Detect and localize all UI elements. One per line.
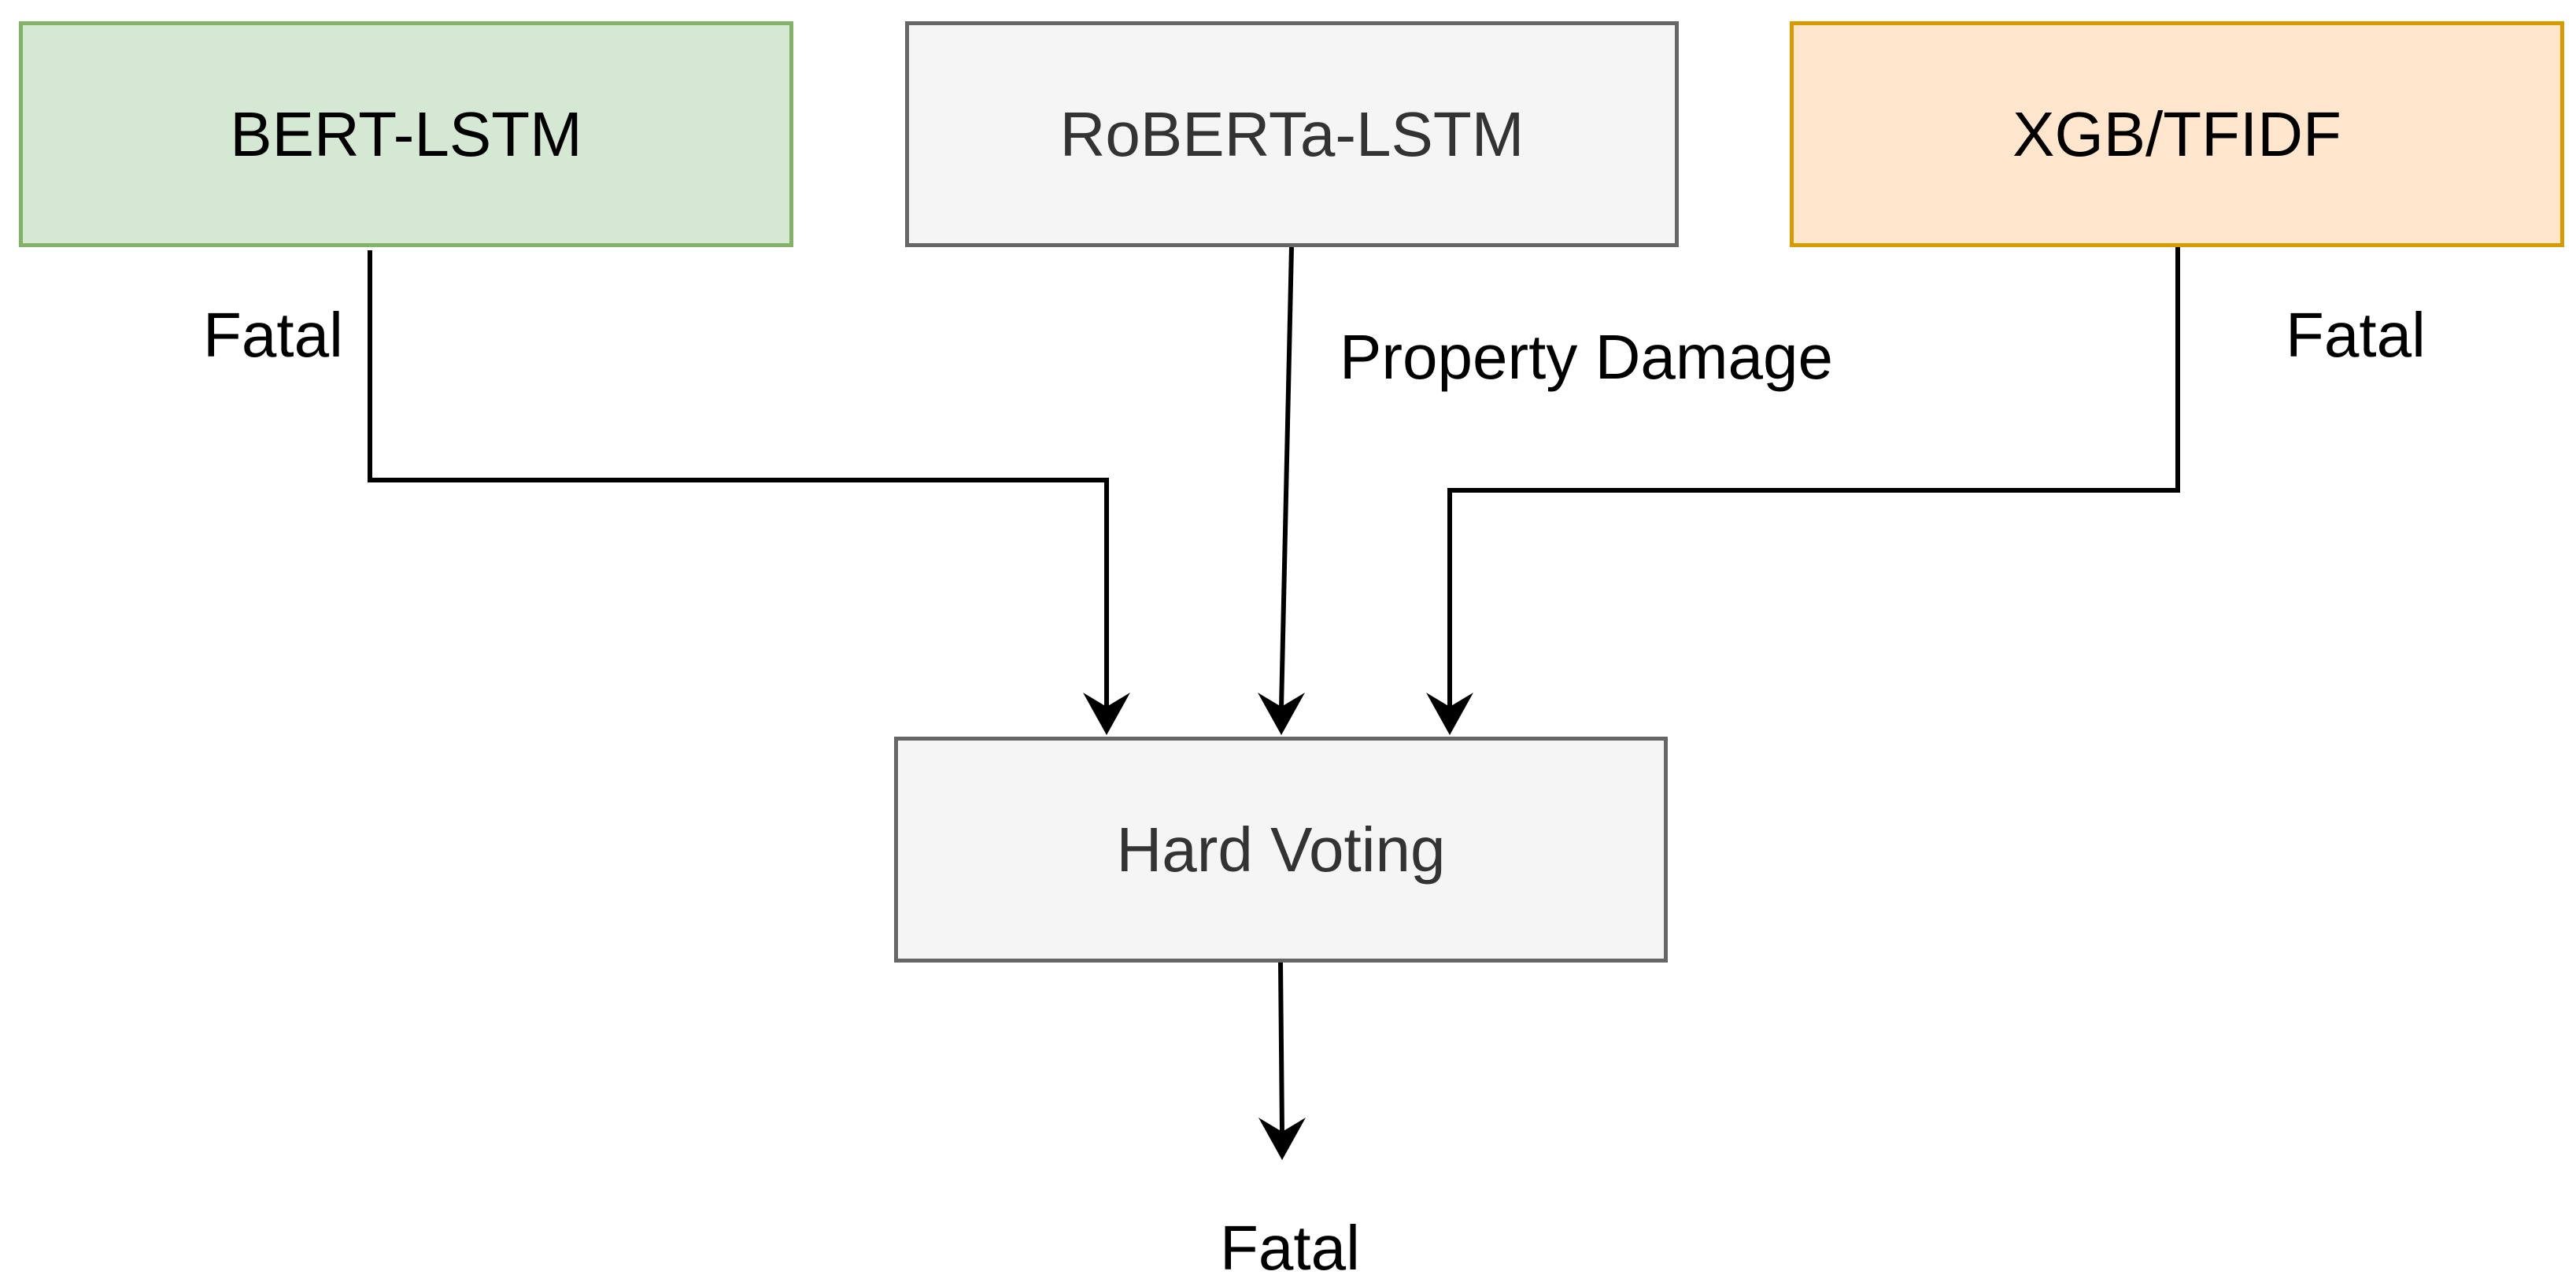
xgb-tfidf-node: XGB/TFIDF [1790,21,2564,247]
edge-voting-to-output [1278,961,1284,1134]
edge-label-roberta: Property Damage [1340,322,1833,392]
bert-lstm-node: BERT-LSTM [19,21,793,247]
edge-xgb-to-voting [1447,247,2180,708]
edge-label-bert: Fatal [203,300,343,370]
arrowhead-output [1258,1118,1306,1160]
edge-bert-to-voting [368,250,1109,708]
edge-roberta-to-voting [1279,246,1294,709]
bert-lstm-label: BERT-LSTM [230,98,582,169]
roberta-lstm-label: RoBERTa-LSTM [1059,98,1525,169]
arrowhead-xgb [1426,693,1473,735]
edge-label-xgb: Fatal [2286,300,2426,370]
output-label: Fatal [1220,1213,1360,1283]
hard-voting-node: Hard Voting [894,737,1668,963]
hard-voting-label: Hard Voting [1116,814,1446,885]
arrowhead-bert [1083,693,1130,735]
arrowhead-roberta [1258,693,1305,735]
xgb-tfidf-label: XGB/TFIDF [2012,98,2341,169]
roberta-lstm-node: RoBERTa-LSTM [905,21,1679,247]
